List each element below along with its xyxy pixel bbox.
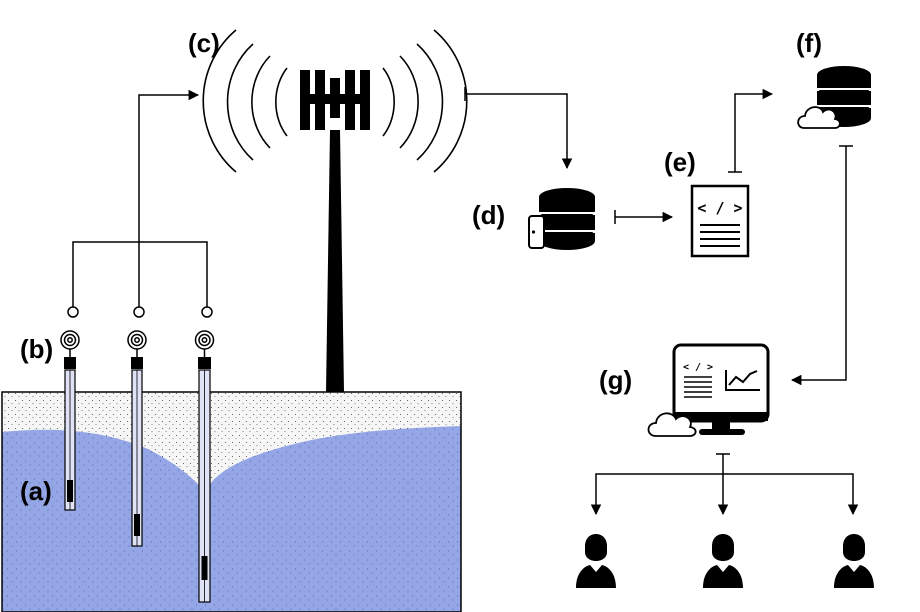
cloud-database-icon [797, 66, 871, 129]
end-users [576, 534, 874, 588]
aquifer-block [1, 391, 462, 612]
flow-arrow-tower-to-server [464, 87, 573, 170]
aquifer-outline [1, 391, 462, 612]
cloud-icon [797, 106, 841, 129]
radio-waves [202, 29, 468, 173]
monitoring-wells [60, 89, 215, 603]
cell-tower-icon [202, 29, 468, 392]
transmission-links [67, 89, 213, 318]
antenna-panels [300, 70, 370, 130]
wireless-signal-icon [127, 330, 147, 350]
mobile-device-icon [528, 215, 545, 249]
line-chart-icon [725, 370, 760, 391]
label-g: (g) [599, 365, 632, 395]
label-e: (e) [664, 147, 696, 177]
wireless-signal-icon [60, 330, 80, 350]
flow-arrows-dashboard-to-users [590, 453, 859, 516]
label-c: (c) [188, 28, 220, 58]
monitor-dashboard-icon: < / > [647, 343, 770, 437]
probe-sensor [67, 480, 73, 502]
label-b: (b) [20, 334, 53, 364]
groundwater-texture [2, 426, 461, 612]
probe-sensor [134, 514, 140, 536]
code-symbol: < / > [697, 199, 742, 217]
logger-cap [64, 357, 76, 369]
probe-sensor [201, 556, 208, 580]
label-d: (d) [472, 200, 505, 230]
well-3 [194, 330, 215, 603]
logger-cap [198, 357, 211, 369]
flow-arrow-script-to-cloud [728, 88, 774, 173]
flow-arrow-server-to-script [614, 210, 674, 224]
flow-arrow-cloud-to-dashboard [790, 145, 853, 386]
tower-mast [326, 130, 344, 392]
code-symbol: < / > [683, 362, 713, 373]
code-document-icon: < / > [690, 184, 750, 258]
user-icon [834, 534, 874, 588]
user-icon [576, 534, 616, 588]
label-a: (a) [20, 476, 52, 506]
cloud-icon [647, 412, 697, 437]
well-2 [127, 330, 147, 547]
server-database-icon [528, 188, 595, 250]
wireless-signal-icon [194, 330, 215, 350]
well-1 [60, 330, 80, 511]
logger-cap [131, 357, 143, 369]
user-icon [703, 534, 743, 588]
label-f: (f) [796, 28, 822, 58]
